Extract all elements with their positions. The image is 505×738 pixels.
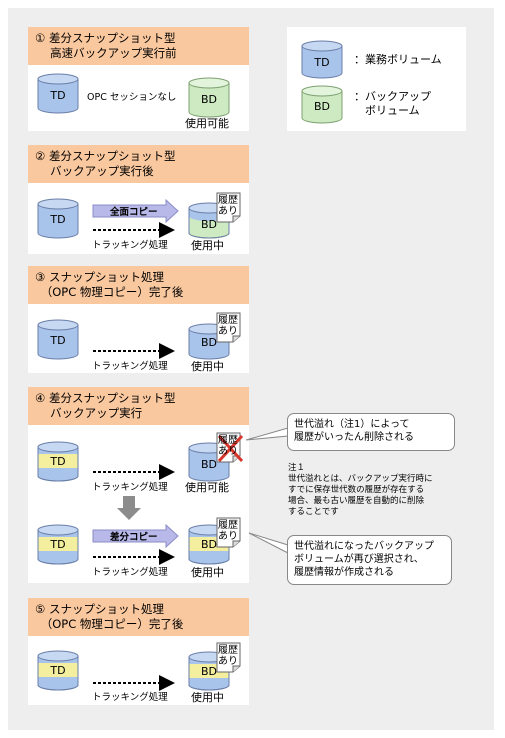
panel-5-history-label: 履歴 あり <box>218 645 238 667</box>
panel-2-bd-label: BD <box>200 218 218 231</box>
panel-3-td-label: TD <box>50 334 66 347</box>
panel-5-td-cylinder <box>37 650 79 691</box>
panel-4-down-arrow <box>117 496 141 520</box>
callout-1-pointer <box>245 427 289 441</box>
panel-2-status: 使用中 <box>191 239 224 252</box>
overflow-footnote: 注１ 世代溢れとは、バックアップ実行時に すでに保存世代数の履歴が存在する 場合… <box>288 463 433 517</box>
panel-2-copy-label: 全面コピー <box>110 207 158 218</box>
panel-3-history-label: 履歴 あり <box>218 315 238 337</box>
panel-2-td-label: TD <box>50 213 66 226</box>
panel-5-tracking-label: トラッキング処理 <box>92 692 168 703</box>
panel-4-tracking-label: トラッキング処理 <box>92 482 168 493</box>
legend-bd-label: BD <box>313 100 331 113</box>
panel-1-td-cylinder <box>37 73 79 114</box>
panel-4-td-cylinder <box>37 441 79 482</box>
panel-1-status: 使用可能 <box>185 117 229 130</box>
panel-4-td2-label: TD <box>50 538 66 551</box>
panel-3-history-doc <box>216 312 241 343</box>
legend-td-label: TD <box>314 56 330 69</box>
callout-history-recreated: 世代溢れになったバックアップ ボリュームが再び選択され、 履歴情報が作成される <box>287 535 452 585</box>
callout-2-pointer <box>248 532 289 554</box>
panel-4-tracking2-label: トラッキング処理 <box>92 567 168 578</box>
legend-td-desc: ：業務ボリューム <box>354 53 442 66</box>
panel-5-history-doc <box>216 642 241 673</box>
legend-bd-cylinder <box>301 85 343 124</box>
panel-5-title: ⑤ スナップショット処理 （OPC 物理コピー）完了後 <box>28 598 249 636</box>
panel-2-tracking-label: トラッキング処理 <box>92 240 168 251</box>
panel-5-status: 使用中 <box>191 691 224 704</box>
panel-1-middle-text: OPC セッションなし <box>87 92 177 103</box>
panel-4-bd2-label: BD <box>200 538 218 551</box>
delete-x-icon <box>217 434 244 463</box>
panel-4-status-top: 使用可能 <box>185 481 229 494</box>
panel-2-history-doc <box>216 192 241 223</box>
panel-1-td-label: TD <box>50 89 66 102</box>
panel-3-title: ③ スナップショット処理 （OPC 物理コピー）完了後 <box>28 266 249 304</box>
panel-4-title: ④ 差分スナップショット型 バックアップ実行 <box>28 387 249 425</box>
panel-2-title: ② 差分スナップショット型 バックアップ実行後 <box>28 145 249 183</box>
panel-4-td2-cylinder <box>37 524 79 565</box>
panel-5-bd-label: BD <box>200 665 218 678</box>
panel-1-title: ① 差分スナップショット型 高速バックアップ実行前 <box>28 27 249 65</box>
legend-td-cylinder <box>301 40 343 79</box>
panel-5-td-label: TD <box>50 664 66 677</box>
legend-bd-desc: ：バックアップ ボリューム <box>354 90 431 117</box>
panel-1-bd-cylinder <box>188 77 230 118</box>
callout-history-deleted: 世代溢れ（注1）によって 履歴がいったん削除される <box>287 413 455 451</box>
panel-4-history2-doc <box>216 517 241 548</box>
panel-1-bd-label: BD <box>200 93 218 106</box>
panel-3-bd-label: BD <box>200 336 218 349</box>
panel-2-td-cylinder <box>37 198 79 239</box>
panel-3-td-cylinder <box>37 319 79 360</box>
panel-4-history-label: 履歴 あり <box>218 435 238 457</box>
panel-2-copy-arrow <box>92 198 179 224</box>
panel-4-copy-label: 差分コピー <box>110 532 158 543</box>
panel-3-tracking-label: トラッキング処理 <box>92 361 168 372</box>
panel-4-history2-label: 履歴 あり <box>218 520 238 542</box>
panel-4-bd-label: BD <box>200 458 218 471</box>
panel-3-status: 使用中 <box>191 360 224 373</box>
panel-4-copy-arrow <box>92 523 179 549</box>
panel-4-td-label: TD <box>50 455 66 468</box>
panel-2-history-label: 履歴 あり <box>218 195 238 217</box>
panel-4-status-bottom: 使用中 <box>191 566 224 579</box>
